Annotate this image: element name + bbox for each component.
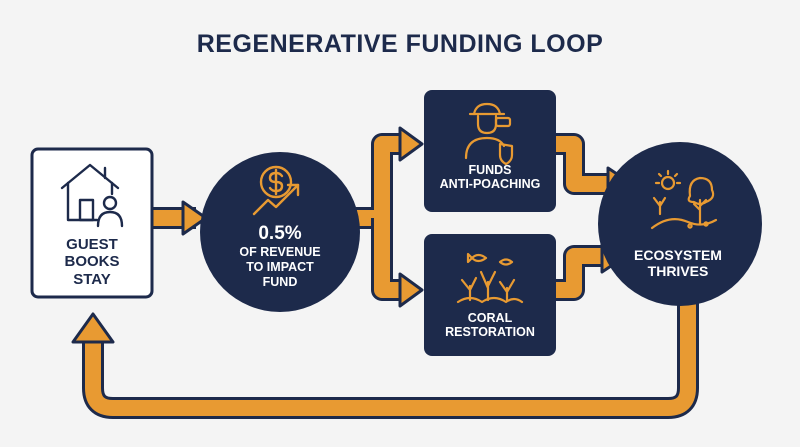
page-title: REGENERATIVE FUNDING LOOP [196,30,604,58]
arrow-fund-to-anti-poaching [352,126,424,229]
fund-label-line-3: FUND [262,275,298,289]
guest-label-line-2: BOOKS [64,253,120,271]
coral-restoration-node [424,234,556,356]
ranger-binoculars-icon [464,102,514,166]
coral-fish-icon [456,252,524,304]
anti-poaching-line-2: ANTI-POACHING [439,177,541,192]
arrow-fund-to-coral [371,210,424,308]
anti-poaching-label: FUNDS ANTI-POACHING [425,163,555,192]
anti-poaching-line-1: FUNDS [468,163,512,177]
guest-label-line-3: STAY [73,270,111,288]
ecosystem-node [598,142,762,306]
landscape-sun-tree-icon [650,169,718,230]
fund-percent: 0.5% [258,223,302,244]
arrow-guest-to-fund [152,200,208,236]
impact-fund-node [200,152,360,312]
guest-node [30,147,154,299]
connectors [71,126,699,419]
fund-label: OF REVENUE TO IMPACT FUND [200,245,360,290]
arrow-return-loop [71,296,699,419]
guest-label-line-1: GUEST [66,236,118,253]
ecosystem-line-2: THRIVES [647,263,709,280]
coral-label: CORAL RESTORATION [425,311,555,340]
fund-label-line-2: TO IMPACT [246,260,314,274]
dollar-growth-icon [252,165,300,216]
anti-poaching-node [424,90,556,212]
coral-line-1: CORAL [467,311,513,325]
guest-label: GUEST BOOKS STAY [32,236,152,288]
coral-line-2: RESTORATION [445,325,535,340]
fund-label-line-1: OF REVENUE [239,245,321,259]
ecosystem-label: ECOSYSTEM THRIVES [618,247,738,279]
house-person-icon [60,163,124,228]
ecosystem-line-1: ECOSYSTEM [634,247,722,263]
